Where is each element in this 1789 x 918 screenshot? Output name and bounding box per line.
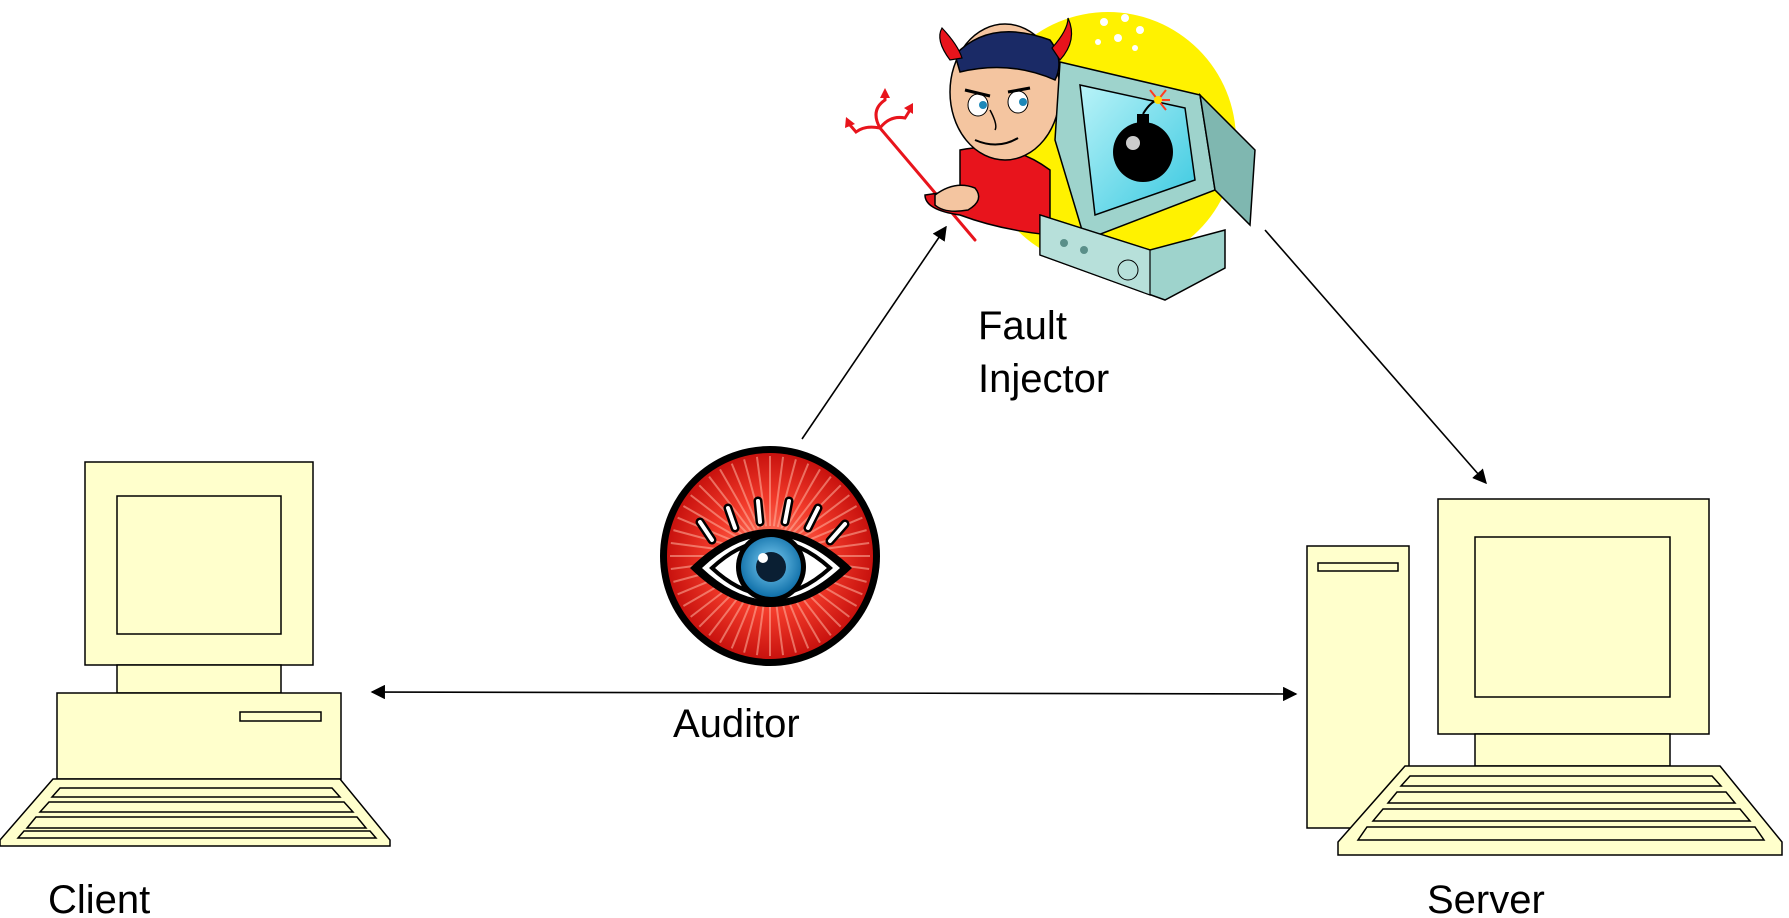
fault-injector-to-server-arrow bbox=[1264, 229, 1487, 485]
fault-injector-label-line1: Fault bbox=[978, 304, 1067, 348]
fault-injector-devil-icon bbox=[845, 12, 1256, 301]
server-label: Server bbox=[1427, 878, 1545, 918]
fault-injector-label-line2: Injector bbox=[978, 357, 1109, 401]
auditor-to-fault-injector-arrow bbox=[801, 225, 947, 440]
server-computer-icon bbox=[1306, 498, 1783, 856]
client-server-arrow bbox=[370, 684, 1298, 702]
client-computer-icon bbox=[0, 461, 391, 847]
auditor-eye-icon bbox=[660, 446, 880, 666]
auditor-label: Auditor bbox=[673, 702, 800, 746]
client-label: Client bbox=[48, 878, 150, 918]
connectors bbox=[370, 225, 1487, 702]
